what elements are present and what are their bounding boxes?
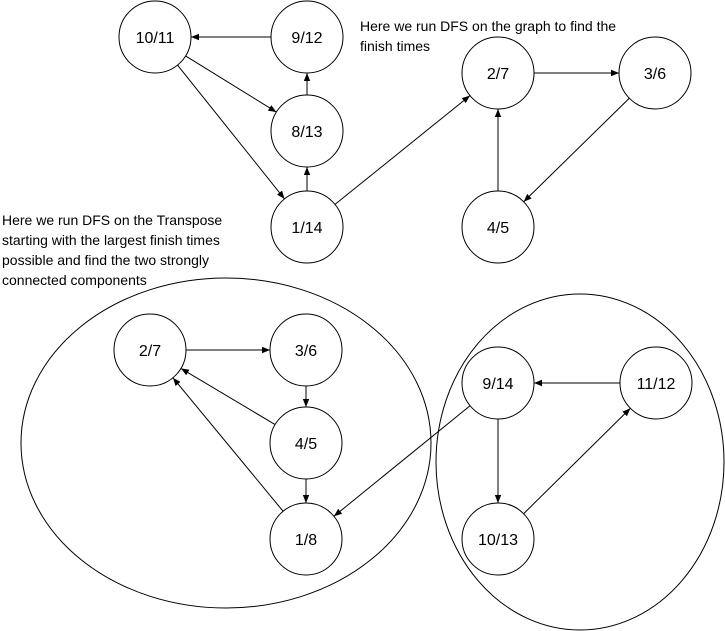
transpose-node: 1/8 bbox=[269, 502, 343, 576]
transpose-note: Here we run DFS on the Transpose startin… bbox=[2, 212, 222, 288]
dfs-node-circle bbox=[118, 0, 192, 74]
transpose-node-label: 4/5 bbox=[295, 436, 317, 453]
dfs-node-label: 8/13 bbox=[291, 124, 322, 141]
transpose-node-label: 11/12 bbox=[637, 376, 676, 393]
dfs-node: 9/12 bbox=[270, 0, 344, 74]
dfs-edge-a-c bbox=[185, 55, 277, 113]
dfs-node-label: 10/11 bbox=[136, 30, 175, 47]
transpose-edge-t3-t1 bbox=[180, 368, 276, 425]
dfs-node-label: 4/5 bbox=[487, 220, 509, 237]
dfs-node-label: 1/14 bbox=[291, 220, 322, 237]
dfs-edge-a-d bbox=[177, 64, 285, 200]
transpose-note-line-1: Here we run DFS on the Transpose bbox=[2, 212, 222, 228]
component-outlines bbox=[20, 277, 725, 631]
transpose-node-label: 3/6 bbox=[295, 343, 317, 360]
transpose-node: 9/14 bbox=[461, 346, 535, 420]
graph-edges bbox=[172, 33, 631, 517]
transpose-node: 4/5 bbox=[269, 406, 343, 480]
transpose-note-line-4: connected components bbox=[2, 272, 147, 288]
scc-right-outline bbox=[435, 293, 725, 631]
dfs-node: 2/7 bbox=[461, 36, 535, 110]
dfs-node-circle bbox=[461, 36, 535, 110]
transpose-node-circle bbox=[269, 406, 343, 480]
transpose-node-circle bbox=[619, 346, 693, 420]
dfs-edge-d-e bbox=[334, 95, 471, 205]
transpose-node-circle bbox=[113, 313, 187, 387]
dfs-node: 8/13 bbox=[270, 94, 344, 168]
transpose-note-line-2: starting with the largest finish times bbox=[2, 232, 220, 248]
dfs-node: 1/14 bbox=[270, 190, 344, 264]
dfs-node: 10/11 bbox=[118, 0, 192, 74]
transpose-node-label: 2/7 bbox=[139, 343, 161, 360]
transpose-node: 10/13 bbox=[461, 502, 535, 576]
dfs-node-label: 9/12 bbox=[291, 30, 322, 47]
transpose-node-circle bbox=[461, 502, 535, 576]
dfs-edge-f-g bbox=[523, 97, 630, 203]
transpose-edge-t7-t6 bbox=[523, 407, 631, 515]
transpose-node-circle bbox=[461, 346, 535, 420]
transpose-node: 2/7 bbox=[113, 313, 187, 387]
dfs-node-circle bbox=[270, 190, 344, 264]
graph-nodes: 10/11 9/12 8/13 1/14 2/7 3/6 4/5 2/7 3/6 4/5 1/8 9/… bbox=[113, 0, 693, 576]
top-note-line-1: Here we run DFS on the graph to find the bbox=[360, 18, 616, 34]
transpose-node: 11/12 bbox=[619, 346, 693, 420]
dfs-node-circle bbox=[270, 94, 344, 168]
dfs-node-circle bbox=[461, 190, 535, 264]
dfs-node: 4/5 bbox=[461, 190, 535, 264]
dfs-node-label: 3/6 bbox=[644, 66, 666, 83]
dfs-node-label: 2/7 bbox=[487, 66, 509, 83]
transpose-edge-t5-t4 bbox=[333, 405, 471, 517]
transpose-node-circle bbox=[269, 313, 343, 387]
top-note: Here we run DFS on the graph to find the… bbox=[360, 18, 616, 54]
transpose-node: 3/6 bbox=[269, 313, 343, 387]
dfs-node-circle bbox=[270, 0, 344, 74]
transpose-node-label: 10/13 bbox=[478, 532, 518, 549]
transpose-node-label: 9/14 bbox=[482, 376, 513, 393]
top-note-line-2: finish times bbox=[360, 38, 430, 54]
transpose-edge-t4-t1 bbox=[172, 377, 284, 512]
dfs-node-circle bbox=[618, 36, 692, 110]
transpose-note-line-3: possible and find the two strongly bbox=[2, 252, 209, 268]
transpose-node-label: 1/8 bbox=[295, 532, 317, 549]
transpose-node-circle bbox=[269, 502, 343, 576]
dfs-node: 3/6 bbox=[618, 36, 692, 110]
scc-left-outline bbox=[20, 277, 432, 609]
